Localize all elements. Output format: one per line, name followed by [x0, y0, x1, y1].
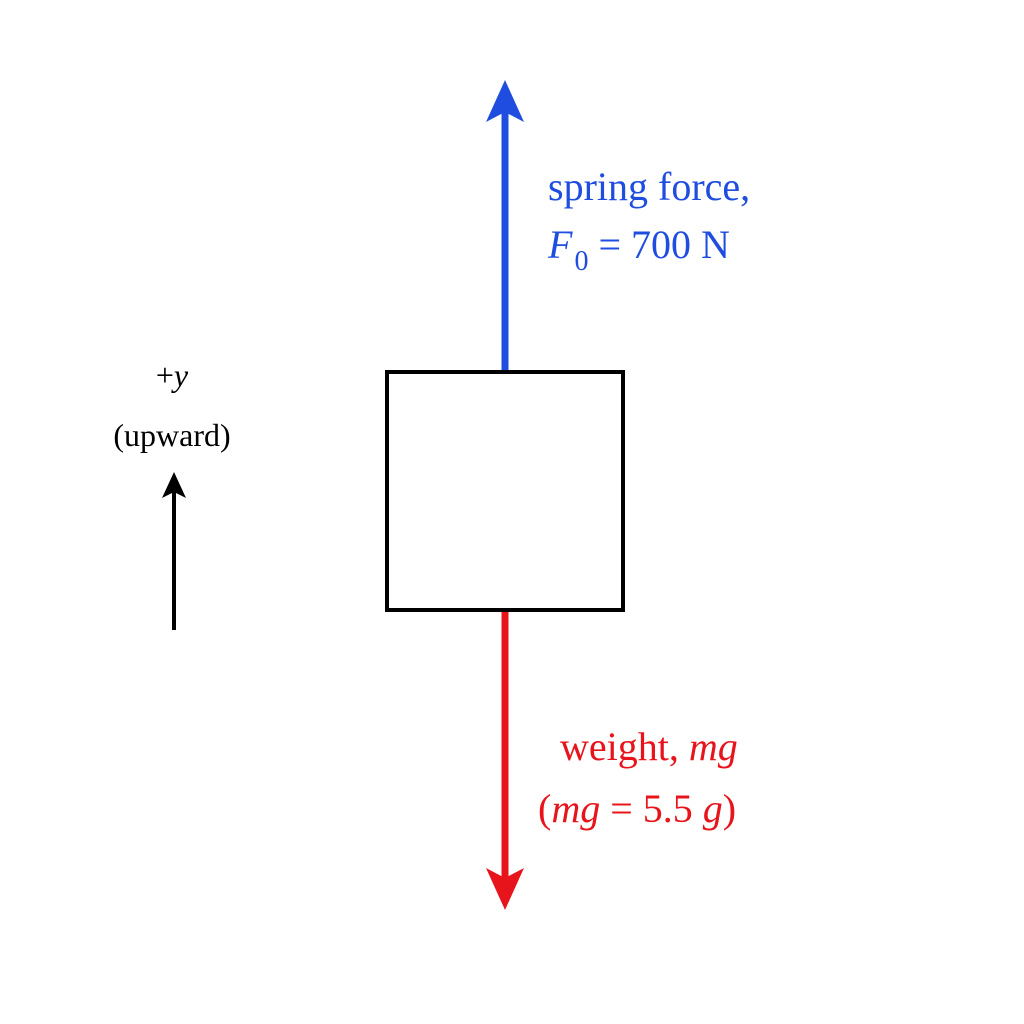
weight-eq-value: = 5.5 — [600, 786, 703, 831]
spring-force-label-line1: spring force, — [548, 164, 750, 209]
spring-force-symbol: F — [547, 222, 573, 267]
weight-label-line2: (mg = 5.5 g) — [538, 786, 736, 831]
axis-plus: + — [156, 357, 174, 393]
axis-arrow — [162, 472, 186, 630]
axis-label: +y — [156, 357, 189, 393]
block — [385, 370, 625, 612]
spring-force-subscript: 0 — [574, 246, 588, 277]
weight-arrow — [486, 610, 524, 910]
spring-force-value: = 700 N — [588, 222, 729, 267]
weight-eq-g: g — [703, 786, 723, 831]
weight-eq-symbol: mg — [551, 786, 600, 831]
spring-force-arrow — [486, 80, 524, 372]
weight-label-prefix: weight, — [560, 724, 689, 769]
weight-open-paren: ( — [538, 786, 551, 831]
axis-variable: y — [171, 357, 189, 393]
weight-symbol: mg — [689, 724, 738, 769]
weight-label-line1: weight, mg — [560, 724, 738, 769]
weight-arrowhead — [486, 868, 524, 910]
spring-force-arrowhead — [486, 80, 524, 122]
weight-close-paren: ) — [723, 786, 736, 831]
axis-arrowhead — [162, 472, 186, 498]
axis-direction-label: (upward) — [113, 417, 230, 453]
spring-force-label-line2: F0 = 700 N — [547, 222, 730, 277]
